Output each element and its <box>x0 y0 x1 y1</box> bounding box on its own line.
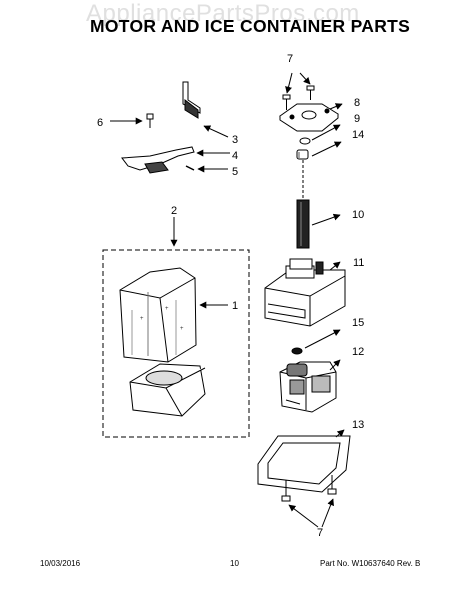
callout-11: 11 <box>353 257 364 269</box>
callout-15: 15 <box>352 317 364 329</box>
pin-5 <box>185 165 228 173</box>
callout-13: 13 <box>352 419 364 431</box>
callout-7-top: 7 <box>287 53 293 65</box>
lever-arm <box>121 146 230 174</box>
svg-text:+: + <box>165 306 169 312</box>
screw-pair-top <box>282 72 315 110</box>
callout-1: 1 <box>232 300 238 312</box>
callout-14: 14 <box>352 129 364 141</box>
page-title: MOTOR AND ICE CONTAINER PARTS <box>90 16 411 36</box>
callout-3: 3 <box>232 134 238 146</box>
bracket-3 <box>182 81 229 138</box>
callout-5: 5 <box>232 166 238 178</box>
washer <box>299 124 341 145</box>
screw-icon <box>282 94 291 110</box>
footer-page-number: 10 <box>230 559 239 568</box>
screw-icon <box>306 85 315 100</box>
screw-pair-bottom <box>281 475 337 528</box>
container-base <box>129 363 206 417</box>
callout-6: 6 <box>97 117 103 129</box>
auger-shaft <box>296 160 341 249</box>
screw-icon <box>281 480 291 502</box>
footer-part-number: Part No. W10637640 Rev. B <box>320 559 421 568</box>
screw-6 <box>110 113 154 128</box>
bushing <box>296 141 342 160</box>
callout-7-bottom: 7 <box>317 527 323 539</box>
callout-4: 4 <box>232 150 238 162</box>
callout-8: 8 <box>354 97 360 109</box>
mounting-plate <box>257 429 351 493</box>
drive-motor <box>279 359 341 413</box>
screw-icon <box>327 475 337 495</box>
mounting-bracket <box>279 103 343 132</box>
container-assembly-box <box>102 249 250 438</box>
footer-date: 10/03/2016 <box>40 559 81 568</box>
motor-cover <box>264 258 346 327</box>
ice-container: + + + <box>119 267 228 363</box>
callout-9: 9 <box>354 113 360 125</box>
small-washer <box>291 329 341 355</box>
svg-text:+: + <box>140 316 144 322</box>
callout-12: 12 <box>352 346 364 358</box>
svg-text:+: + <box>180 326 184 332</box>
callout-2: 2 <box>171 205 177 217</box>
watermark: AppliancePartsPros.com <box>86 0 360 27</box>
callout-10: 10 <box>352 209 364 221</box>
